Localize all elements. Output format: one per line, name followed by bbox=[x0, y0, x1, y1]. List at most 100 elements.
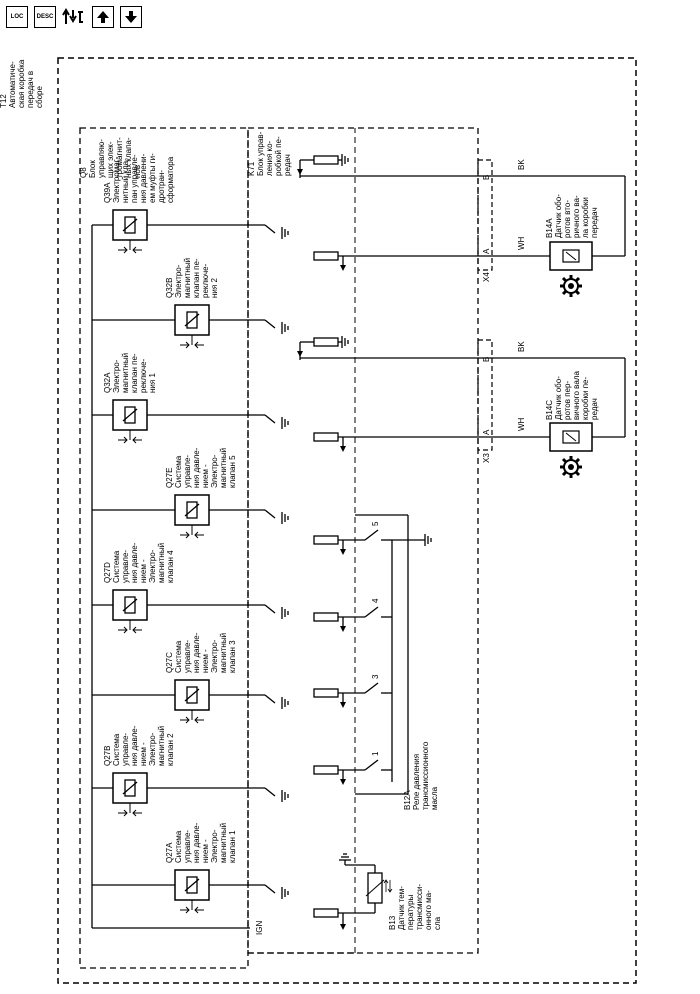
x4-connector bbox=[477, 159, 493, 271]
solenoid-q27c-label-line: Система bbox=[174, 640, 183, 673]
pin-b-label: B bbox=[482, 357, 491, 362]
bk-wire-label: BK bbox=[517, 341, 526, 352]
solenoid-q27d-label-line: клапан 4 bbox=[166, 550, 175, 583]
solenoid-q27c-label-line: Q27C bbox=[165, 652, 174, 673]
desc-button[interactable]: DESC bbox=[34, 6, 56, 28]
b14a-text-line: ротов вто- bbox=[563, 200, 572, 238]
solenoid-q27e-label-line: Q27E bbox=[165, 468, 174, 488]
pin-a-label: A bbox=[482, 248, 491, 254]
b12a-text-line: трансмиссионного bbox=[421, 741, 430, 810]
q8-text-line: Блок bbox=[88, 160, 97, 178]
solenoid-q27b-label-line: Система bbox=[112, 733, 121, 766]
t12-text-line: T12 bbox=[0, 94, 8, 108]
solenoid-q39a-label-line: ния давлени- bbox=[139, 153, 148, 203]
solenoid-q32a-label-line: Q32A bbox=[103, 372, 112, 393]
b12a-switches: 5 4 3 1 bbox=[313, 521, 392, 785]
solenoid-q27a-label-line: нием - bbox=[201, 839, 210, 863]
solenoid-q32a-label-line: реключе- bbox=[139, 358, 148, 393]
b14a-text-line: передач bbox=[590, 207, 599, 238]
solenoid-q32b-label-line: ния 2 bbox=[210, 278, 219, 298]
k71-text-line: ления ко- bbox=[265, 140, 274, 176]
solenoid-q27b-label-line: ния давле- bbox=[130, 725, 139, 766]
x3-connector bbox=[477, 339, 493, 451]
k71-text-line: редач bbox=[283, 154, 292, 176]
solenoid-q27a-label-line: клапан 1 bbox=[228, 830, 237, 863]
solenoid-q27c-label-line: магнитный bbox=[219, 633, 228, 673]
k71-text-line: робкой пе- bbox=[274, 136, 283, 176]
switch-pin-label: 5 bbox=[371, 521, 380, 526]
solenoid-q27a-label-line: Электро- bbox=[210, 829, 219, 863]
t12-frame bbox=[57, 57, 637, 984]
loc-button[interactable]: LOC bbox=[6, 6, 28, 28]
b14a-text-line: B14A bbox=[545, 218, 554, 238]
b14a-text-line: ла коробки bbox=[581, 197, 590, 238]
solenoid-q27e-label-line: Система bbox=[174, 455, 183, 488]
solenoid-q27a-label-line: ния давле- bbox=[192, 822, 201, 863]
solenoid-q39a-label-line: нитный кла- bbox=[121, 158, 130, 203]
q8-text-line: управляю- bbox=[97, 139, 106, 178]
solenoid-q27e-label-line: магнитный bbox=[219, 448, 228, 488]
swap-icon[interactable] bbox=[62, 6, 86, 28]
pin-a-label: A bbox=[482, 429, 491, 435]
b13-text-line: сла bbox=[433, 916, 442, 930]
solenoid-q27d-label-line: магнитный bbox=[157, 543, 166, 583]
t12-text-line: сборе bbox=[35, 86, 44, 108]
b14c-text-line: вичного вала bbox=[572, 371, 581, 420]
b14c-text-line: редач bbox=[590, 398, 599, 420]
solenoid-q32b-label-line: Электро- bbox=[174, 264, 183, 298]
solenoid-q27b-label-line: Q27B bbox=[103, 746, 112, 766]
x4-label: X4 bbox=[482, 272, 491, 282]
arrow-down-button[interactable] bbox=[120, 6, 142, 28]
x3-label: X3 bbox=[482, 453, 491, 463]
b14c-text-line: ротов пер- bbox=[563, 381, 572, 420]
q8-frame bbox=[79, 127, 249, 969]
solenoid-q27b-label-line: нием - bbox=[139, 742, 148, 766]
solenoid-q27c-label-line: управле- bbox=[183, 640, 192, 673]
b13-text-line: B13 bbox=[388, 915, 397, 930]
bk-wire-label: BK bbox=[517, 159, 526, 170]
solenoid-q32a-label-line: Электро- bbox=[112, 359, 121, 393]
switch-pin-5: 5 bbox=[313, 521, 392, 555]
b14c-text-line: Датчик обо- bbox=[554, 376, 563, 420]
q8-text-line: Q8 bbox=[79, 167, 88, 178]
solenoid-q27a-label-line: Q27A bbox=[165, 842, 174, 863]
b12a-text-line: B12A bbox=[403, 790, 412, 810]
toolbar: LOC DESC bbox=[6, 6, 142, 28]
solenoid-q27b-label-line: управле- bbox=[121, 733, 130, 766]
solenoid-q39a-label-line: ем муфты ги- bbox=[148, 153, 157, 203]
solenoid-q39a-label-line: сформатора bbox=[166, 156, 175, 203]
solenoid-q39a-label-line: пан управле- bbox=[130, 154, 139, 203]
arrow-up-button[interactable] bbox=[92, 6, 114, 28]
solenoid-q27b-label-line: клапан 2 bbox=[166, 733, 175, 766]
b13-text-line: трансмисси- bbox=[415, 884, 424, 930]
solenoid-q27b-label-line: Электро- bbox=[148, 732, 157, 766]
q8-text-line: щих элек- bbox=[106, 141, 115, 178]
switch-pin-label: 4 bbox=[371, 598, 380, 603]
switch-pin-3: 3 bbox=[313, 674, 392, 708]
solenoid-q32a-label-line: ния 1 bbox=[148, 373, 157, 393]
k71-text-line: Блок управ- bbox=[256, 131, 265, 176]
k71-text-line: K71 bbox=[247, 161, 256, 176]
solenoid-q27a-label-line: управле- bbox=[183, 830, 192, 863]
solenoid-q27c-label-line: нием - bbox=[201, 649, 210, 673]
solenoid-q27e-label-line: клапан 5 bbox=[228, 455, 237, 488]
t12-text-line: ская коробка bbox=[17, 59, 26, 108]
solenoid-q27c-label-line: Электро- bbox=[210, 639, 219, 673]
switch-pin-label: 3 bbox=[371, 674, 380, 679]
k71-frame bbox=[247, 127, 479, 954]
switch-pin-1: 1 bbox=[313, 751, 392, 785]
b12a-text-line: Реле давления bbox=[412, 754, 421, 810]
